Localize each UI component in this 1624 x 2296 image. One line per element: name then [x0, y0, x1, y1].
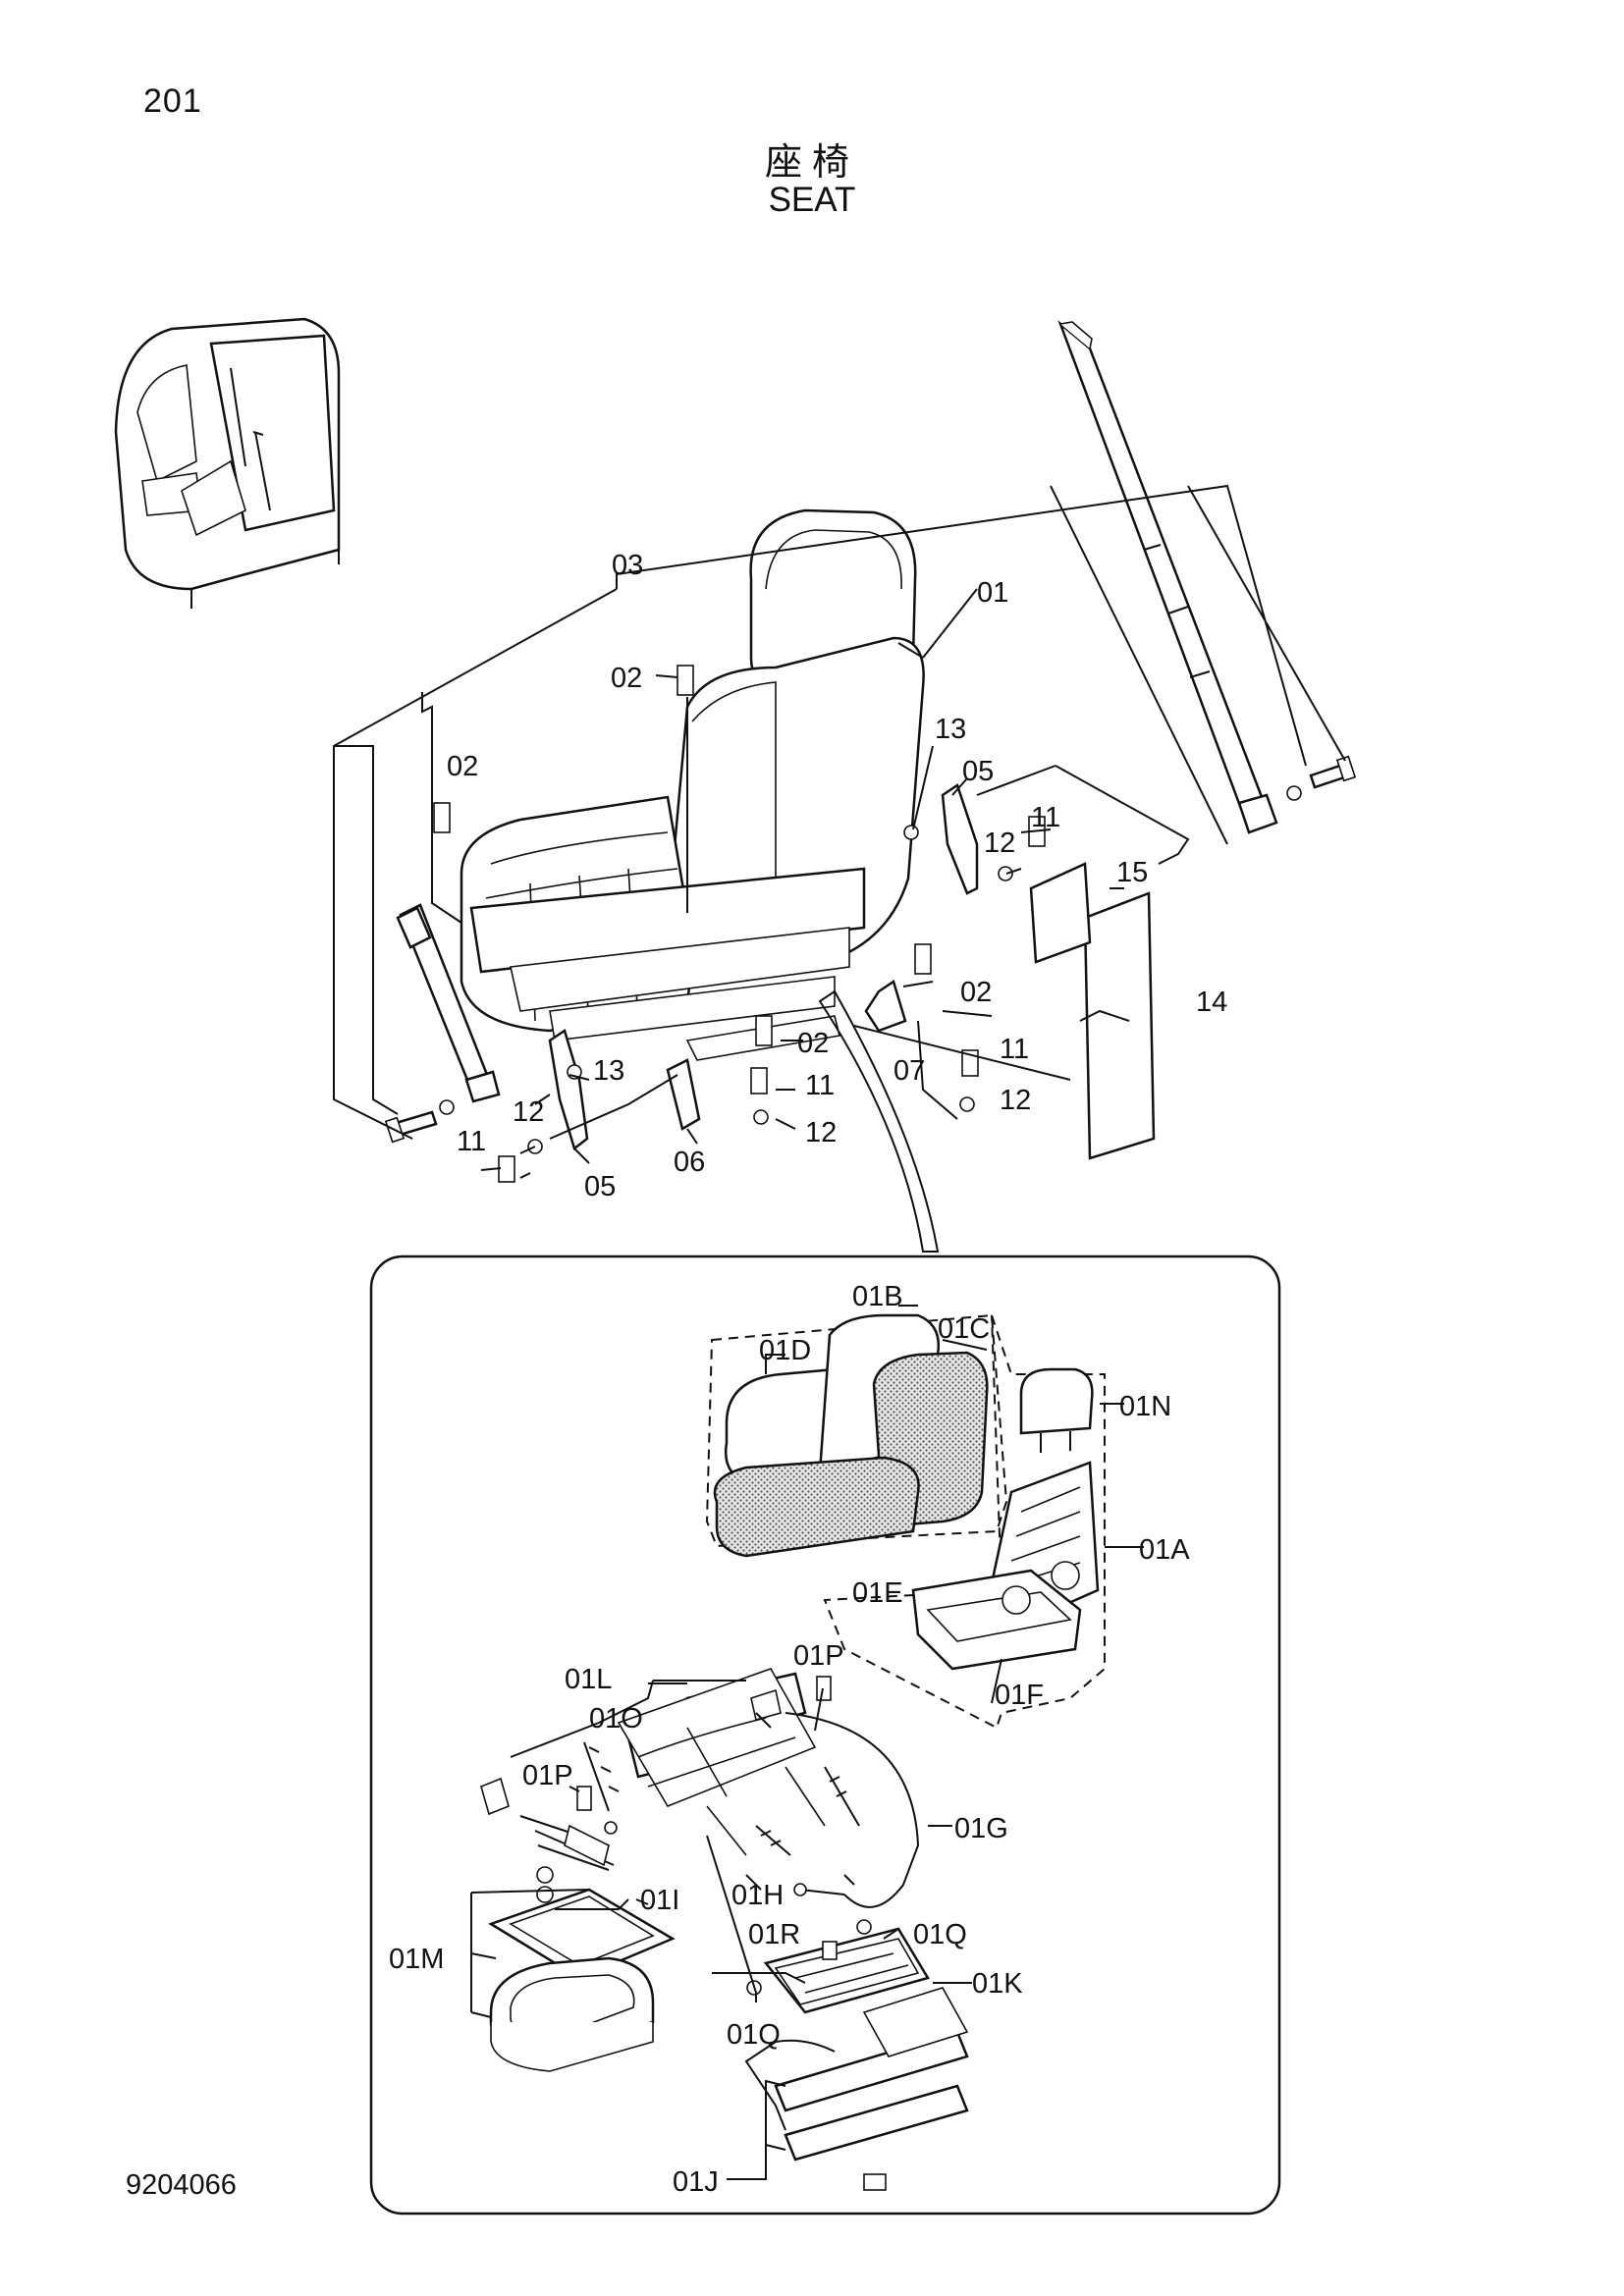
callout-02-mid: 02	[960, 977, 992, 1008]
callout-12-right: 12	[984, 828, 1015, 859]
callout-12-bottom: 12	[805, 1117, 837, 1148]
callout-01I: 01I	[640, 1885, 679, 1916]
callout-01N: 01N	[1119, 1391, 1171, 1422]
callout-11-right: 11	[1031, 802, 1060, 833]
callout-06: 06	[674, 1147, 705, 1178]
callout-13-right: 13	[935, 714, 966, 745]
callout-01E: 01E	[852, 1577, 903, 1609]
callout-01R: 01R	[748, 1919, 800, 1950]
title-english: SEAT	[768, 181, 856, 219]
callout-01P-top: 01P	[793, 1640, 844, 1672]
callout-01H: 01H	[731, 1880, 784, 1911]
callout-11-bottom: 11	[805, 1070, 835, 1101]
callout-01: 01	[977, 577, 1008, 609]
callout-13-left: 13	[593, 1055, 624, 1087]
callout-05-right: 05	[962, 756, 994, 787]
callout-01D: 01D	[759, 1335, 811, 1366]
inset-leader-lines	[510, 1403, 1144, 2180]
bracket-07	[864, 980, 907, 1033]
callout-07: 07	[893, 1055, 925, 1087]
document-number: 9204066	[126, 2169, 237, 2201]
fasteners	[433, 665, 1046, 1183]
slide-rail-assembly	[480, 1668, 920, 1996]
side-plate	[1029, 862, 1092, 964]
callout-05-left: 05	[584, 1171, 616, 1202]
callout-12-left: 12	[513, 1096, 544, 1128]
callout-01L: 01L	[565, 1664, 612, 1695]
callout-01J: 01J	[673, 2166, 719, 2198]
spacer-set	[470, 1888, 676, 2072]
callout-11-mid: 11	[1000, 1034, 1029, 1065]
adjust-lever	[744, 1987, 969, 2191]
callout-01O: 01O	[589, 1703, 643, 1735]
callout-03: 03	[612, 550, 643, 581]
callout-01P-left: 01P	[522, 1760, 573, 1791]
cab-location-icon	[114, 317, 341, 609]
callout-02-left: 02	[447, 751, 478, 782]
seat-belt-right	[1057, 320, 1357, 834]
callout-01F: 01F	[995, 1680, 1044, 1711]
callout-15: 15	[1116, 857, 1148, 888]
callout-01Q-left: 01Q	[727, 2019, 781, 2051]
callout-02-bottom: 02	[797, 1028, 829, 1059]
callout-01M: 01M	[389, 1944, 444, 1975]
part-callouts: 03 01 02 02 13 05 11 12 15 02 14 07 11 1…	[389, 550, 1227, 2198]
leader-lines	[333, 484, 1346, 1253]
callout-01G: 01G	[954, 1813, 1008, 1844]
callout-01K: 01K	[972, 1968, 1023, 2000]
callout-12-mid: 12	[1000, 1085, 1031, 1116]
cushion-group	[705, 1305, 1008, 1558]
callout-11-left: 11	[457, 1126, 486, 1157]
seat-belt-left	[384, 903, 501, 1144]
side-cover	[1083, 891, 1156, 1160]
bracket-right	[941, 783, 979, 895]
callout-02-top: 02	[611, 663, 642, 694]
frame-group	[823, 1314, 1106, 1730]
page-number: 201	[143, 82, 202, 120]
callout-01A: 01A	[1139, 1534, 1190, 1566]
callout-01B: 01B	[852, 1281, 903, 1312]
bracket-left	[548, 1029, 589, 1151]
callout-14: 14	[1196, 987, 1227, 1018]
bracket-06	[666, 1058, 701, 1131]
seat-assembly	[460, 508, 925, 1061]
callout-01C: 01C	[938, 1313, 990, 1345]
rail-set	[763, 1927, 930, 2014]
callout-01Q-right: 01Q	[913, 1919, 967, 1950]
title-japanese: 座椅	[764, 140, 859, 184]
